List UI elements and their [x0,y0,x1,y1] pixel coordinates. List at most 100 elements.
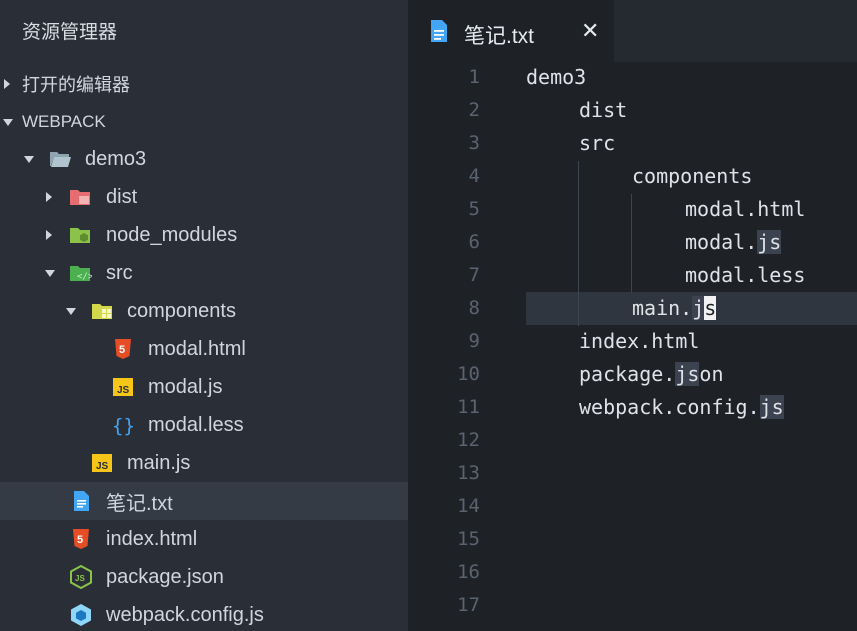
folder-dist-icon [68,185,92,209]
svg-text:</>: </> [77,272,92,282]
chevron-down-icon [3,118,13,126]
chevron-right-icon [46,192,52,202]
html5-icon: 5 [111,337,135,361]
code-line: src [579,131,616,155]
tree-item-label: demo3 [85,147,147,170]
file-tree: demo3 dist node_modules </> src [0,140,408,631]
line-number: 14 [457,495,480,517]
tree-item-label: node_modules [106,223,238,246]
line-number: 2 [468,99,480,121]
chevron-down-icon [45,269,55,277]
explorer-title: 资源管理器 [22,22,118,43]
tree-item-label: modal.html [148,337,246,360]
line-number: 5 [468,198,480,220]
tree-item-label: 笔记.txt [106,492,173,515]
js-icon: JS [90,451,114,475]
webpack-icon [69,603,93,627]
code-line: modal.html [685,197,806,221]
folder-src-icon: </> [68,261,94,285]
line-number: 1 [468,66,480,88]
line-number: 4 [468,165,480,187]
line-number: 6 [468,231,480,253]
text-cursor: s [704,296,717,320]
tree-item-label: webpack.config.js [106,603,264,626]
indent-guide [631,194,632,293]
tree-item-index-html[interactable]: 5 index.html [0,520,408,558]
svg-text:5: 5 [119,344,125,356]
tree-item-package-json[interactable]: JS package.json [0,558,408,596]
tab-label: 笔记.txt [464,25,535,48]
tree-item-label: package.json [106,565,224,588]
svg-text:5: 5 [77,534,83,546]
tree-item-modal-js[interactable]: JS modal.js [0,368,408,406]
document-icon [69,489,93,513]
tree-item-src[interactable]: </> src [0,254,408,292]
tab-notes-txt[interactable]: 笔记.txt ✕ [408,0,614,62]
code-line: webpack.config.js [579,395,784,419]
line-number: 16 [457,561,480,583]
close-icon[interactable]: ✕ [581,18,600,43]
match-highlight: j [692,296,705,320]
code-area[interactable]: 1 2 3 4 5 6 7 8 9 10 11 12 13 14 15 16 1… [408,62,857,631]
document-icon [429,19,449,49]
svg-text:{}: {} [112,415,135,437]
js-icon: JS [111,375,135,399]
nodejs-icon: JS [69,564,93,590]
chevron-right-icon [4,79,10,89]
line-number: 11 [457,396,480,418]
tree-item-components[interactable]: components [0,292,408,330]
match-highlight: js [757,230,782,254]
tree-item-label: main.js [127,451,191,474]
folder-node-icon [68,223,92,247]
line-number: 8 [468,297,480,319]
tree-item-notes-txt[interactable]: 笔记.txt [0,482,408,520]
chevron-right-icon [46,230,52,240]
svg-text:JS: JS [75,574,85,583]
line-number: 12 [457,429,480,451]
code-line: components [632,164,753,188]
code-line: package.json [579,362,724,386]
braces-icon: {} [111,413,135,437]
tree-item-demo3[interactable]: demo3 [0,140,408,178]
tree-item-modal-less[interactable]: {} modal.less [0,406,408,444]
tree-item-label: index.html [106,527,198,550]
open-editors-section[interactable]: 打开的编辑器 [0,66,408,102]
line-number: 3 [468,132,480,154]
open-editors-label: 打开的编辑器 [22,75,130,95]
explorer-sidebar: 资源管理器 打开的编辑器 WEBPACK demo3 dist [0,0,408,631]
code-line: dist [579,98,628,122]
tree-item-node-modules[interactable]: node_modules [0,216,408,254]
indent-guide [578,161,579,326]
html5-icon: 5 [69,527,93,551]
current-line-highlight [526,292,857,325]
line-number: 17 [457,594,480,616]
tree-item-webpack-config[interactable]: webpack.config.js [0,596,408,631]
chevron-down-icon [24,155,34,163]
editor-pane: 笔记.txt ✕ 1 2 3 4 5 6 7 8 9 10 11 12 13 1… [408,0,857,631]
code-line: index.html [579,329,700,353]
tree-item-label: components [127,299,236,322]
line-number: 10 [457,363,480,385]
match-highlight: js [675,362,700,386]
tree-item-modal-html[interactable]: 5 modal.html [0,330,408,368]
line-number: 9 [468,330,480,352]
line-number: 13 [457,462,480,484]
line-number: 15 [457,528,480,550]
code-line: modal.less [685,263,806,287]
svg-text:JS: JS [117,385,130,396]
project-section[interactable]: WEBPACK [0,104,408,140]
tree-item-label: modal.less [148,413,244,436]
code-line: main.js [632,296,717,320]
tab-bar: 笔记.txt ✕ [408,0,857,62]
svg-text:JS: JS [96,461,109,472]
code-line: demo3 [526,65,587,89]
project-label: WEBPACK [22,112,106,131]
folder-open-icon [48,147,72,171]
tree-item-dist[interactable]: dist [0,178,408,216]
line-number: 7 [468,264,480,286]
code-line: modal.js [685,230,782,254]
match-highlight: js [759,395,784,419]
tree-item-label: src [106,261,133,284]
chevron-down-icon [66,307,76,315]
tree-item-main-js[interactable]: JS main.js [0,444,408,482]
